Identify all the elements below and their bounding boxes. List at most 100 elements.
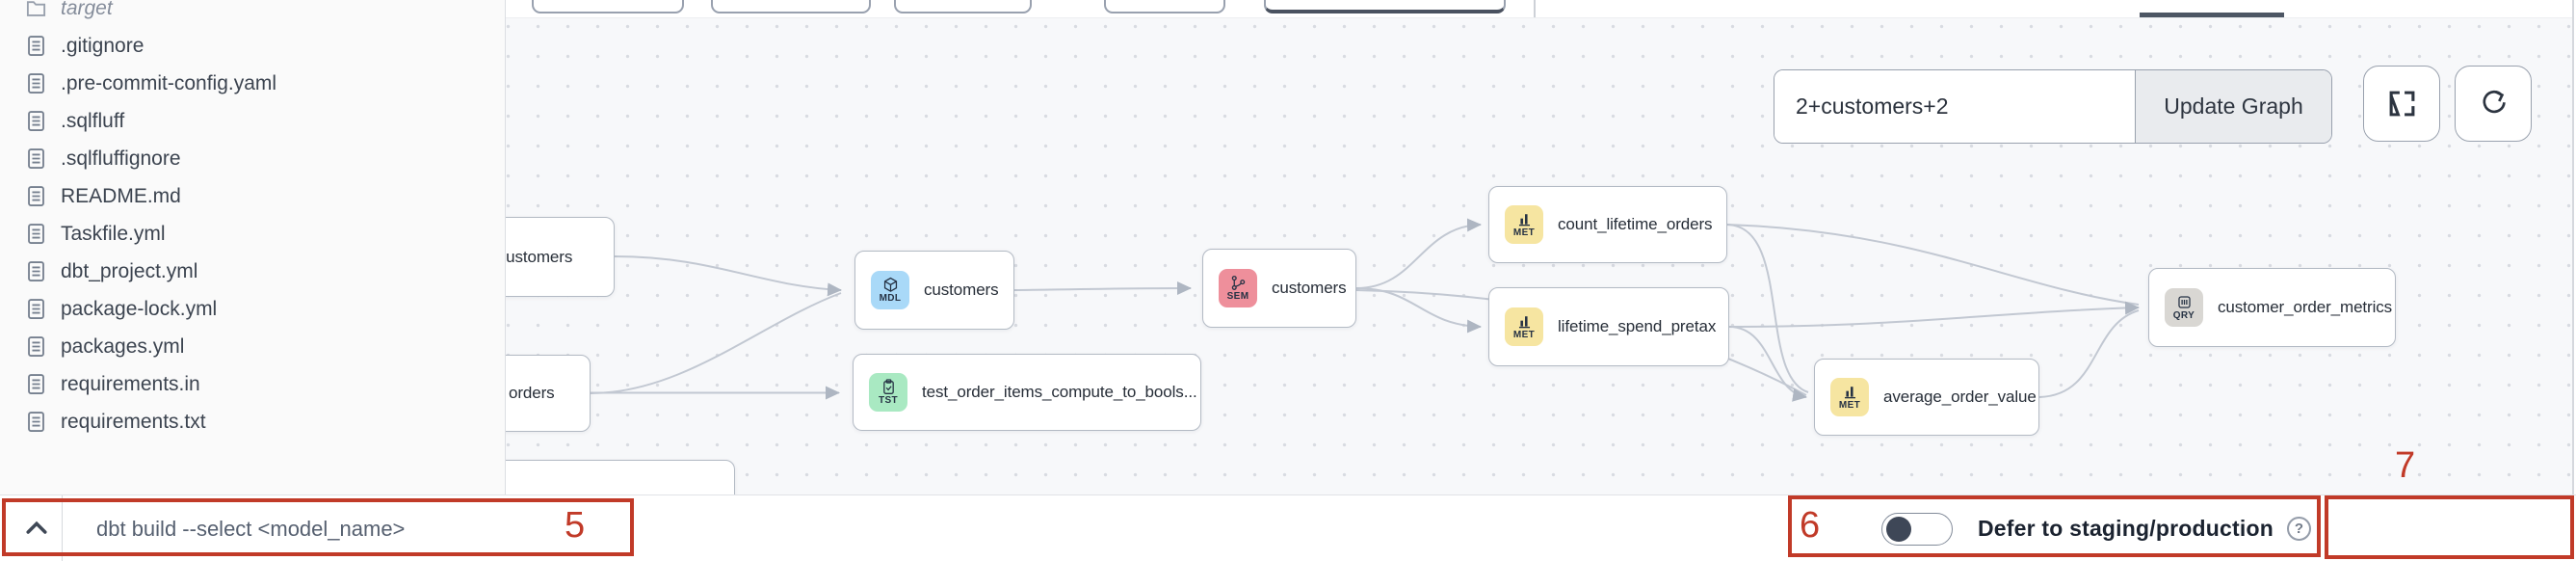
test-icon: TST (869, 373, 907, 412)
fullscreen-button[interactable] (2363, 66, 2440, 142)
branch-icon (1230, 275, 1247, 291)
defer-toggle[interactable] (1881, 512, 1953, 546)
sidebar-item-requirements-in[interactable]: requirements.in (25, 365, 505, 403)
sidebar-item-sqlfluffignore[interactable]: .sqlfluffignore (25, 140, 505, 177)
file-icon (25, 72, 47, 94)
bar-chart-icon (1516, 211, 1533, 227)
active-tab-underline (2140, 13, 2284, 17)
dag-node-customers-semantic[interactable]: SEM customers (1202, 249, 1356, 328)
file-icon (25, 185, 47, 207)
file-name: package-lock.yml (61, 297, 218, 320)
file-name: packages.yml (61, 334, 185, 358)
expand-command-bar-button[interactable] (19, 512, 54, 547)
node-label: average_order_value (1883, 387, 2037, 406)
bar-chart-icon (1842, 384, 1858, 400)
file-name: .gitignore (61, 34, 145, 57)
sidebar-item-dbt-project[interactable]: dbt_project.yml (25, 253, 505, 290)
node-badge: TST (878, 395, 899, 406)
dag-node-count-lifetime-orders[interactable]: MET count_lifetime_orders (1488, 186, 1727, 263)
command-input[interactable]: dbt build --select <model_name> (96, 516, 406, 541)
refresh-icon (2479, 89, 2509, 119)
file-icon (25, 373, 47, 395)
node-label: test_order_items_compute_to_bools... (922, 383, 1197, 401)
file-name: requirements.in (61, 372, 200, 395)
fullscreen-icon (2387, 89, 2417, 119)
dag-node-partial[interactable] (506, 460, 735, 494)
file-icon (25, 110, 47, 132)
canvas-toolbar-strip (506, 0, 2572, 18)
node-label: customer_order_metrics (2218, 298, 2393, 316)
sidebar-item-taskfile[interactable]: Taskfile.yml (25, 215, 505, 253)
node-badge: MDL (879, 293, 902, 304)
node-label: orders (509, 384, 555, 402)
file-name: .sqlfluffignore (61, 147, 181, 170)
node-label: stg_customers (506, 247, 573, 266)
sidebar-item-readme[interactable]: README.md (25, 177, 505, 215)
statusbar-divider (62, 495, 63, 561)
node-label: customers (1272, 279, 1347, 297)
file-tree: target .gitignore .pre-commit-config.yam… (25, 0, 505, 441)
sidebar-item-packages[interactable]: packages.yml (25, 328, 505, 365)
sidebar-item-pre-commit-config[interactable]: .pre-commit-config.yaml (25, 65, 505, 102)
node-badge: QRY (2172, 310, 2195, 321)
node-label: lifetime_spend_pretax (1558, 317, 1717, 335)
file-icon (25, 223, 47, 245)
dag-node-lifetime-spend-pretax[interactable]: MET lifetime_spend_pretax (1488, 287, 1729, 366)
file-name: README.md (61, 184, 181, 207)
defer-toggle-label: Defer to staging/production (1978, 516, 2274, 541)
toolbar-button-partial[interactable] (1104, 0, 1225, 13)
metric-icon: MET (1505, 205, 1543, 244)
folder-icon (25, 0, 47, 19)
dag-node-customer-order-metrics[interactable]: QRY customer_order_metrics (2148, 268, 2396, 347)
update-graph-button[interactable]: Update Graph (2135, 70, 2331, 143)
file-icon (25, 411, 47, 433)
file-name: Taskfile.yml (61, 222, 166, 245)
node-badge: MET (1512, 227, 1536, 238)
file-icon (25, 335, 47, 358)
bar-chart-icon (1516, 313, 1533, 330)
node-label: count_lifetime_orders (1558, 215, 1713, 233)
dag-node-customers-model[interactable]: MDL customers (854, 251, 1014, 330)
defer-toggle-group: Defer to staging/production ? (1881, 495, 2311, 561)
selector-input[interactable] (1774, 70, 2135, 143)
chevron-up-icon (21, 513, 52, 544)
sidebar-item-package-lock[interactable]: package-lock.yml (25, 290, 505, 328)
toolbar-divider (1534, 0, 1536, 17)
file-icon (25, 147, 47, 170)
metric-icon: MET (1830, 378, 1869, 416)
file-tree-sidebar: target .gitignore .pre-commit-config.yam… (0, 0, 506, 494)
sidebar-item-requirements-txt[interactable]: requirements.txt (25, 403, 505, 441)
semantic-model-icon: SEM (1219, 269, 1257, 307)
toolbar-button-partial-active[interactable] (1264, 0, 1506, 13)
dag-node-stg-customers[interactable]: stg_customers (506, 217, 615, 297)
node-badge: MET (1512, 330, 1536, 340)
clipboard-check-icon (881, 379, 897, 395)
help-icon[interactable]: ? (2286, 517, 2311, 541)
dag-node-average-order-value[interactable]: MET average_order_value (1814, 359, 2039, 436)
dag-node-orders[interactable]: orders (506, 355, 591, 432)
sidebar-item-gitignore[interactable]: .gitignore (25, 27, 505, 65)
node-label: customers (924, 280, 999, 299)
metric-icon: MET (1505, 307, 1543, 346)
toolbar-button-partial[interactable] (894, 0, 1032, 13)
file-name: .sqlfluff (61, 109, 125, 132)
selector-group: Update Graph (1774, 69, 2332, 144)
command-status-bar: dbt build --select <model_name> Defer to… (0, 494, 2576, 561)
file-name: dbt_project.yml (61, 259, 198, 282)
sidebar-item-target-folder[interactable]: target (25, 0, 505, 27)
dag-node-test-order-items[interactable]: TST test_order_items_compute_to_bools... (853, 354, 1201, 431)
file-name: .pre-commit-config.yaml (61, 71, 277, 94)
lineage-canvas[interactable]: stg_customers orders MDL customers TST t… (506, 0, 2574, 494)
file-name: target (61, 0, 113, 19)
file-icon (25, 298, 47, 320)
sidebar-item-sqlfluff[interactable]: .sqlfluff (25, 102, 505, 140)
node-badge: SEM (1226, 291, 1249, 302)
model-icon: MDL (871, 271, 909, 309)
saved-query-icon: QRY (2165, 288, 2203, 327)
cube-icon (882, 277, 899, 293)
refresh-button[interactable] (2455, 66, 2532, 142)
toolbar-button-partial[interactable] (532, 0, 684, 13)
toolbar-button-partial[interactable] (711, 0, 871, 13)
file-icon (25, 260, 47, 282)
